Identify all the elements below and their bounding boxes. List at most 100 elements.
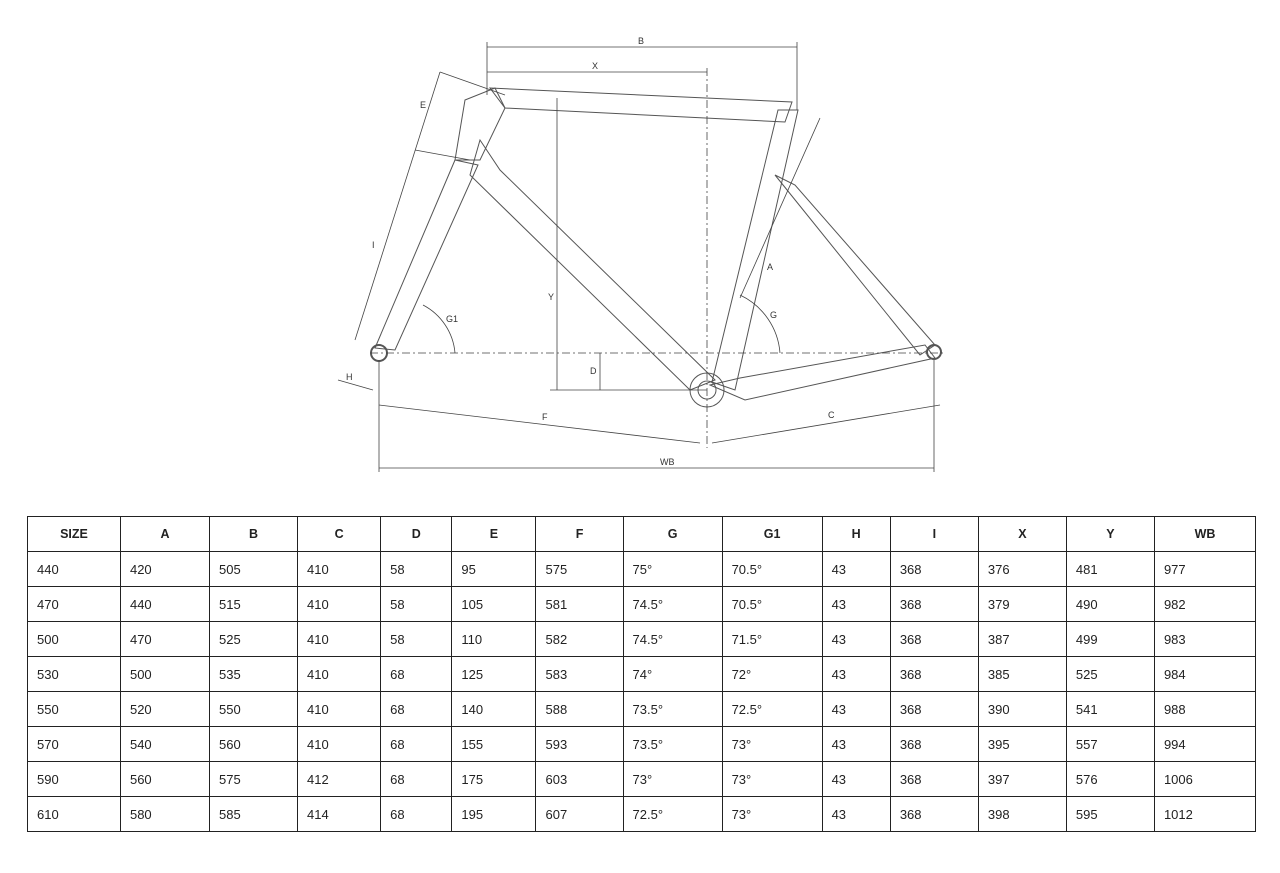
table-cell: 390 [977,691,1067,727]
table-cell: 410 [297,586,382,622]
table-cell: 72° [721,656,823,692]
table-cell: 560 [119,761,211,797]
table-cell: 43 [821,621,891,657]
column-header: F [535,516,624,552]
table-cell: 500 [119,656,211,692]
table-cell: 994 [1153,726,1257,762]
table-cell: 74.5° [622,586,723,622]
table-cell: 43 [821,656,891,692]
table-cell: 541 [1065,691,1155,727]
table-cell: 68 [380,656,453,692]
column-header: B [208,516,299,552]
table-cell: 595 [1065,796,1155,832]
table-cell: 140 [451,691,537,727]
label-A: A [767,262,773,272]
table-cell: 368 [889,621,979,657]
table-cell: 576 [1065,761,1155,797]
table-cell: 43 [821,796,891,832]
table-cell: 410 [297,621,382,657]
frame-geometry-diagram: B X E I G1 H Y D F WB C A G [337,36,945,472]
table-cell: 74° [622,656,723,692]
table-cell: 588 [535,691,624,727]
table-cell: 984 [1153,656,1257,692]
label-Y: Y [548,292,554,302]
table-cell: 368 [889,726,979,762]
table-cell: 581 [535,586,624,622]
table-cell: 376 [977,551,1067,587]
table-cell: 557 [1065,726,1155,762]
label-C: C [828,410,835,420]
table-cell: 983 [1153,621,1257,657]
label-G: G [770,310,777,320]
column-header: G [622,516,723,552]
table-cell: 71.5° [721,621,823,657]
table-cell: 525 [208,621,299,657]
table-cell: 385 [977,656,1067,692]
table-cell: 1006 [1153,761,1257,797]
table-cell: 368 [889,796,979,832]
table-cell: 70.5° [721,551,823,587]
table-cell: 499 [1065,621,1155,657]
label-G1: G1 [446,314,458,324]
table-cell: 72.5° [622,796,723,832]
table-cell: 195 [451,796,537,832]
table-cell: 95 [451,551,537,587]
table-cell: 505 [208,551,299,587]
label-I: I [372,240,375,250]
table-cell: 68 [380,691,453,727]
table-cell: 977 [1153,551,1257,587]
table-cell: 515 [208,586,299,622]
table-cell: 440 [27,551,121,587]
table-cell: 110 [451,621,537,657]
column-header: X [977,516,1067,552]
table-cell: 73° [721,761,823,797]
table-cell: 560 [208,726,299,762]
table-cell: 414 [297,796,382,832]
table-cell: 410 [297,656,382,692]
table-cell: 73.5° [622,691,723,727]
column-header: I [889,516,979,552]
table-cell: 410 [297,691,382,727]
table-cell: 412 [297,761,382,797]
table-cell: 490 [1065,586,1155,622]
table-cell: 583 [535,656,624,692]
bike-frame [370,87,942,408]
table-cell: 105 [451,586,537,622]
table-cell: 43 [821,761,891,797]
table-cell: 1012 [1153,796,1257,832]
table-cell: 520 [119,691,211,727]
label-D: D [590,366,597,376]
table-cell: 68 [380,796,453,832]
column-header: Y [1065,516,1155,552]
table-cell: 481 [1065,551,1155,587]
label-X: X [592,61,598,71]
table-cell: 397 [977,761,1067,797]
table-cell: 387 [977,621,1067,657]
table-cell: 590 [27,761,121,797]
table-cell: 368 [889,656,979,692]
table-cell: 570 [27,726,121,762]
table-cell: 550 [208,691,299,727]
table-cell: 368 [889,691,979,727]
table-cell: 73° [622,761,723,797]
column-header: A [119,516,211,552]
table-cell: 420 [119,551,211,587]
table-cell: 580 [119,796,211,832]
table-cell: 440 [119,586,211,622]
column-header: G1 [721,516,823,552]
table-cell: 368 [889,586,979,622]
table-cell: 410 [297,726,382,762]
table-cell: 603 [535,761,624,797]
table-cell: 73° [721,726,823,762]
table-cell: 525 [1065,656,1155,692]
table-cell: 500 [27,621,121,657]
